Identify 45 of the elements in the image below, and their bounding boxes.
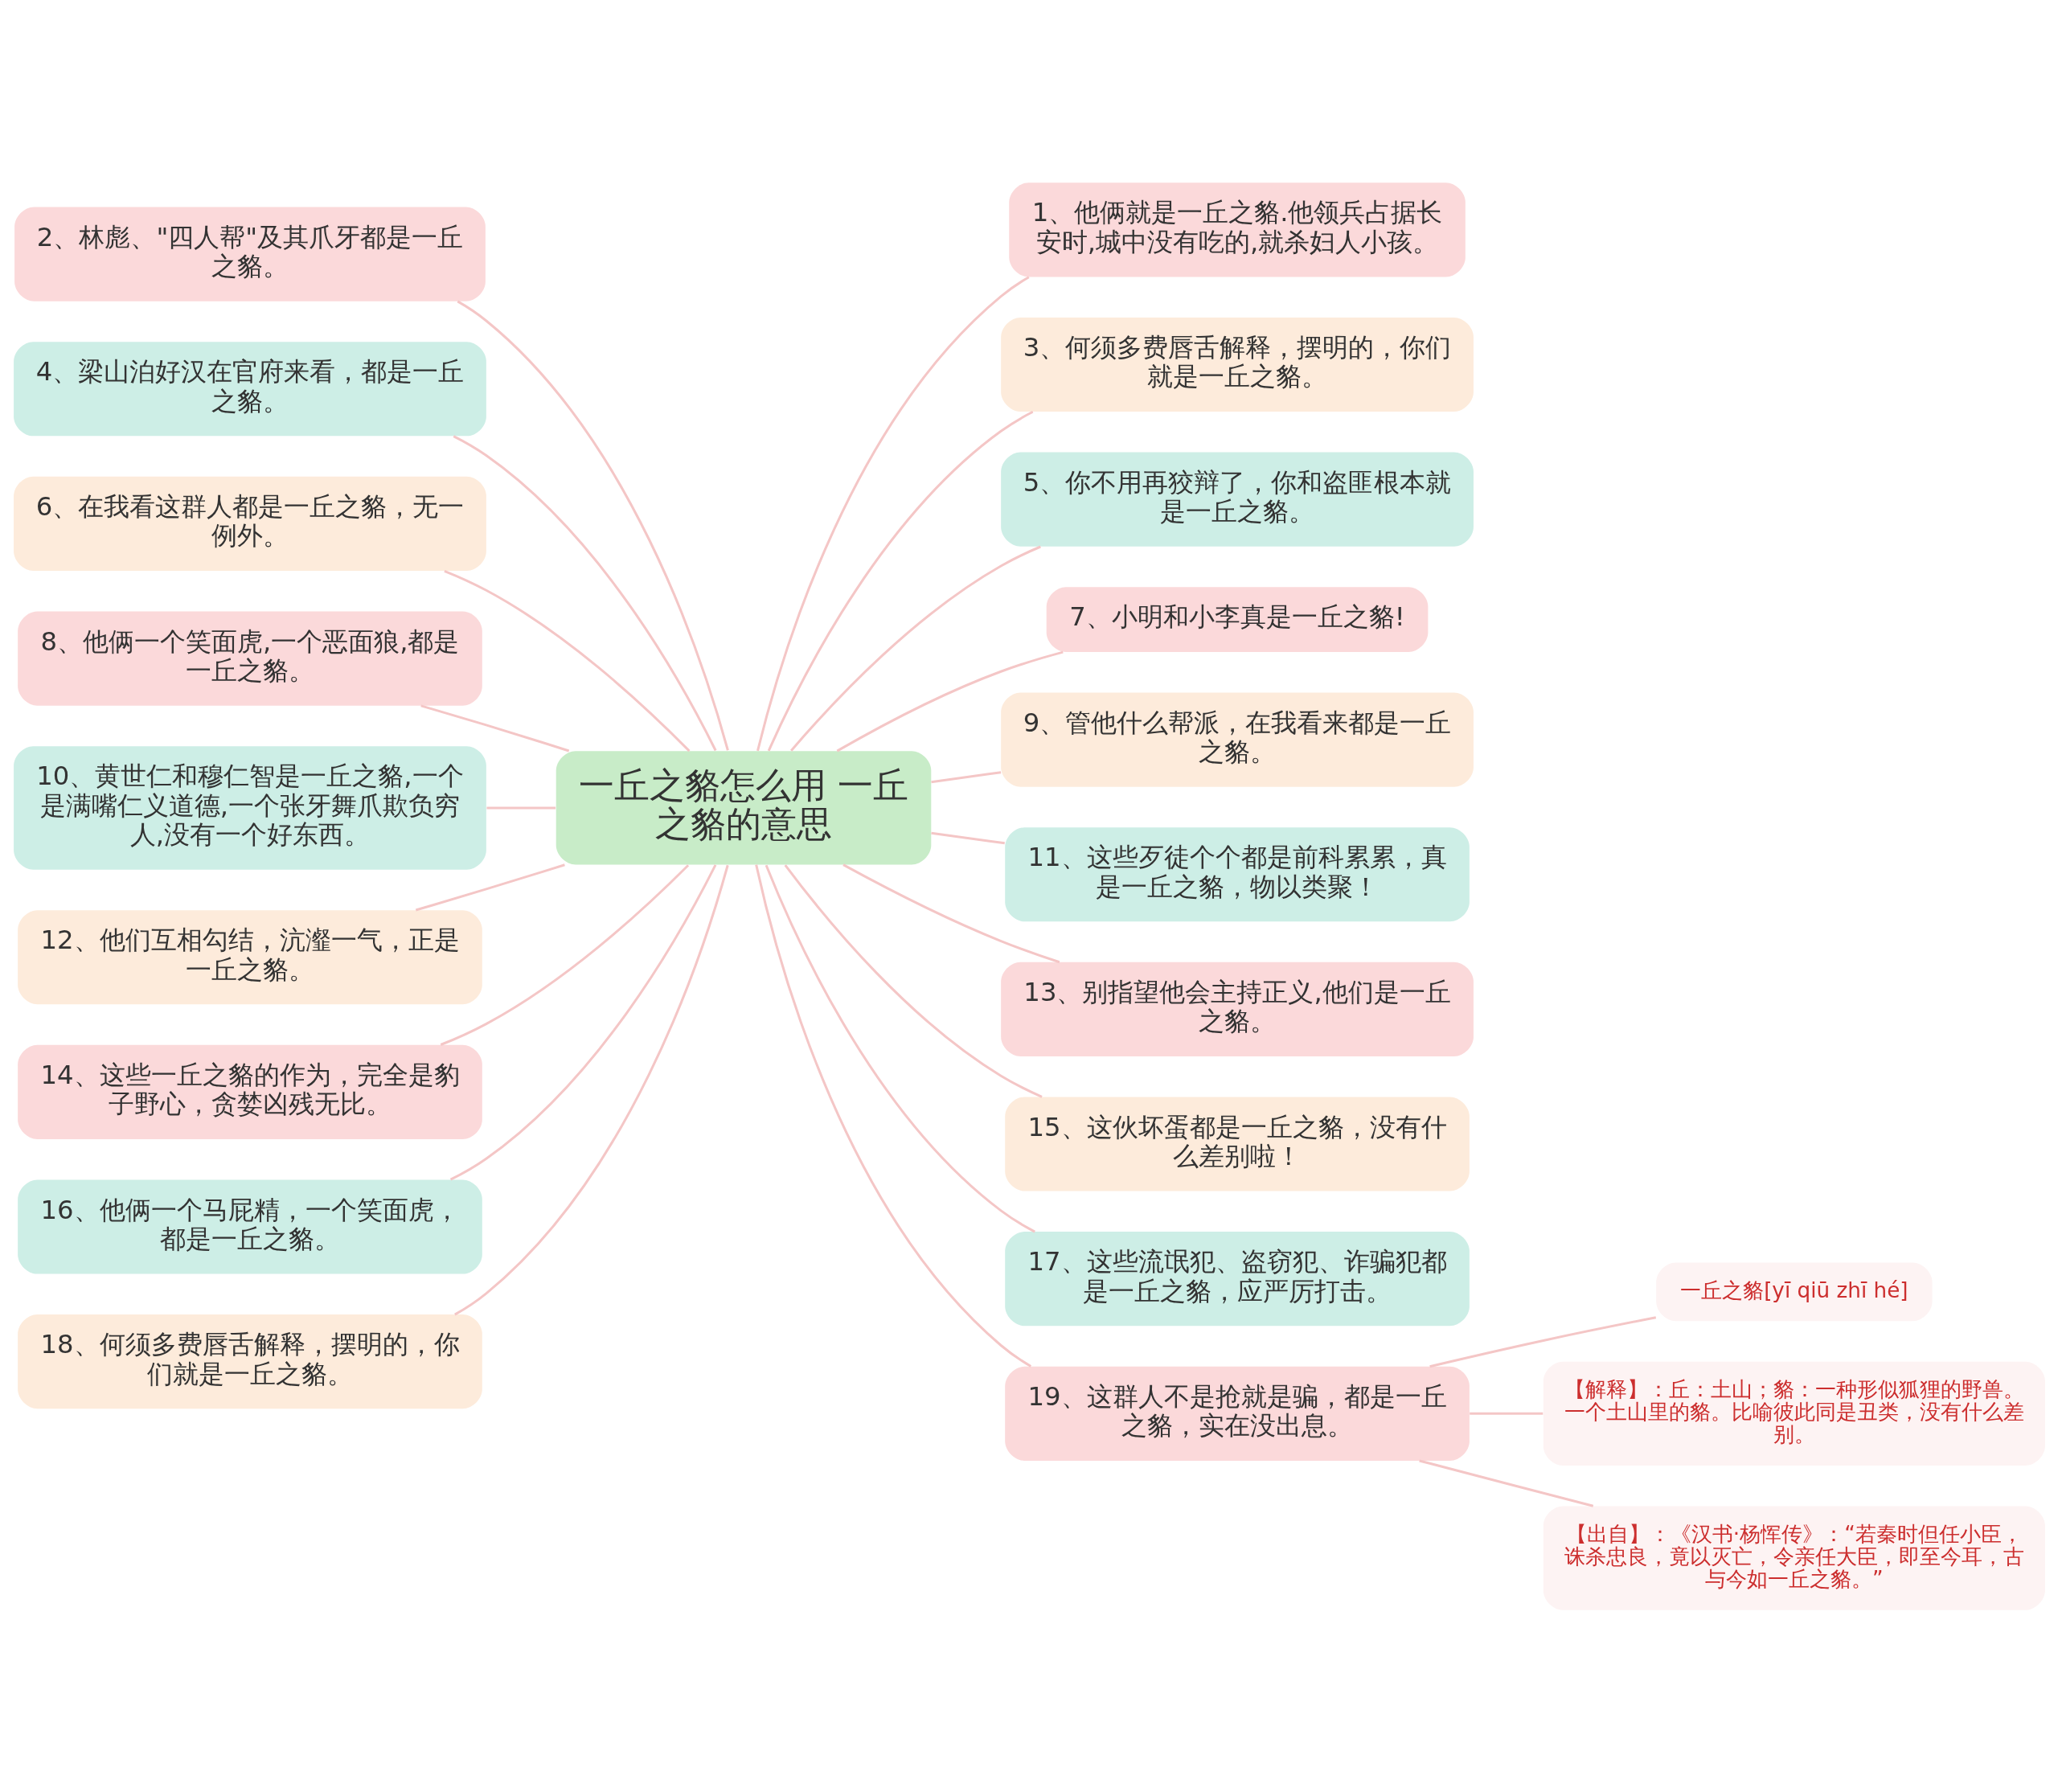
node-box: 19、这群人不是抢就是骗，都是一丘之貉，实在没出息。 (1004, 1366, 1470, 1461)
node-box: 16、他俩一个马屁精，一个笑面虎，都是一丘之貉。 (17, 1179, 482, 1274)
node-box: 18、何须多费唇舌解释，摆明的，你们就是一丘之貉。 (17, 1314, 482, 1409)
node-box: 15、这伙坏蛋都是一丘之貉，没有什么差别啦！ (1004, 1096, 1470, 1191)
connector (1469, 1412, 1543, 1415)
node-box: 17、这些流氓犯、盗窃犯、诈骗犯都是一丘之貉，应严厉打击。 (1004, 1231, 1470, 1326)
connector (842, 863, 1060, 963)
connector (930, 831, 1005, 844)
connector (453, 434, 717, 751)
connector (457, 300, 729, 751)
connector (789, 545, 1041, 752)
node-box: 4、梁山泊好汉在官府来看，都是一丘之貉。 (13, 341, 486, 436)
node-box: 1、他俩就是一丘之貉.他领兵占据长安时,城中没有吃的,就杀妇人小孩。 (1008, 182, 1466, 277)
connector (486, 806, 555, 809)
node-box: 6、在我看这群人都是一丘之貉，无一例外。 (13, 476, 486, 571)
node-box: 8、他俩一个笑面虎,一个恶面狼,都是一丘之貉。 (17, 611, 482, 706)
node-box: 【解释】：丘：土山；貉：一种形似狐狸的野兽。一个土山里的貉。比喻彼此同是丑类，没有什么差别。 (1543, 1361, 2045, 1466)
connector (930, 770, 1001, 783)
connector (1429, 1315, 1656, 1368)
connector (420, 703, 569, 752)
connector (765, 864, 1035, 1232)
connector (767, 410, 1033, 751)
node-box: 一丘之貉[yī qiū zhī hé] (1655, 1262, 1933, 1321)
connector (756, 275, 1030, 751)
node-box: 12、他们互相勾结，沆瀣一气，正是一丘之貉。 (17, 909, 482, 1004)
node-box: 2、林彪、"四人帮"及其爪牙都是一丘之貉。 (14, 207, 486, 301)
node-box: 11、这些歹徒个个都是前科累累，真是一丘之貉，物以类聚！ (1004, 826, 1470, 921)
connector (754, 863, 1031, 1368)
node-box: 13、别指望他会主持正义,他们是一丘之貉。 (1000, 962, 1474, 1056)
connector (453, 864, 729, 1315)
node-box: 5、你不用再狡辩了，你和盗匪根本就是一丘之貉。 (1000, 452, 1474, 547)
node-box: 3、何须多费唇舌解释，摆明的，你们就是一丘之貉。 (1000, 317, 1474, 412)
node-box: 【出自】：《汉书·杨恽传》：“若秦时但任小臣，诛杀忠良，竟以灭亡，令亲任大臣，即至今耳，古与今如一丘之貉。” (1543, 1505, 2045, 1610)
connector (443, 569, 691, 752)
node-box: 14、这些一丘之貉的作为，完全是豹子野心，贪婪凶残无比。 (17, 1044, 482, 1139)
node-box: 10、黄世仁和穆仁智是一丘之貉,一个是满嘴仁义道德,一个张牙舞爪欺负穷人,没有一个好东西。 (13, 745, 486, 870)
connector (836, 650, 1064, 752)
connector (415, 863, 565, 911)
connector (449, 863, 716, 1180)
connector (440, 863, 689, 1046)
node-box: 9、管他什么帮派，在我看来都是一丘之貉。 (1000, 692, 1474, 787)
connector (784, 863, 1043, 1098)
connector (1418, 1458, 1593, 1507)
node-box: 一丘之貉怎么用 一丘之貉的意思 (555, 750, 931, 865)
node-box: 7、小明和小李真是一丘之貉! (1046, 586, 1428, 652)
